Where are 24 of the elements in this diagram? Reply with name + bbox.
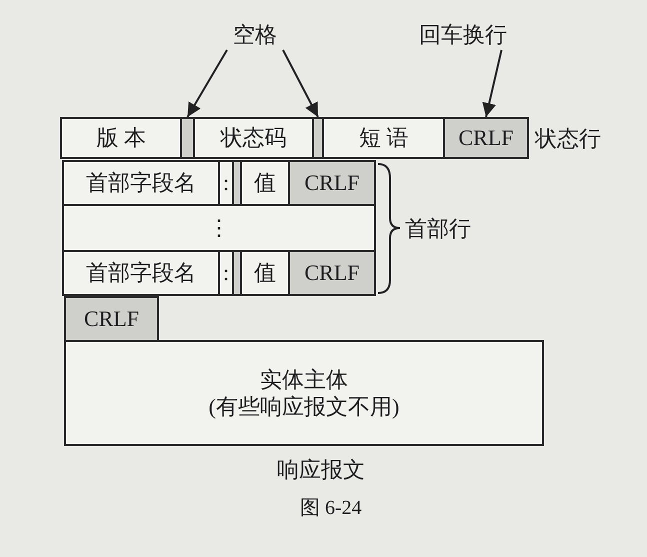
annotation-text: 回车换行 (408, 20, 518, 50)
annotation-text: 空格 (215, 20, 295, 50)
arrow (186, 50, 228, 118)
field-cell: CRLF (288, 160, 376, 206)
field-cell: 值 (240, 160, 290, 206)
side-label: 首部行 (405, 215, 471, 243)
field-cell: CRLF (443, 117, 529, 159)
field-cell: 首部字段名 (62, 250, 220, 296)
field-cell: 版 本 (60, 117, 182, 159)
figure-number: 图 6-24 (300, 496, 362, 521)
field-cell: CRLF (64, 296, 159, 342)
field-cell: ⋮ (62, 204, 376, 252)
field-cell: 短 语 (322, 117, 445, 159)
field-cell: 首部字段名 (62, 160, 220, 206)
diagram-caption: 响应报文 (277, 456, 365, 484)
field-cell: 状态码 (193, 117, 314, 159)
field-cell: 值 (240, 250, 290, 296)
body-text: 实体主体 (260, 366, 348, 393)
arrow (482, 50, 502, 118)
field-cell: CRLF (288, 250, 376, 296)
entity-body-box (64, 340, 544, 446)
body-text: (有些响应报文不用) (208, 393, 400, 420)
side-label: 状态行 (535, 125, 601, 153)
arrow (282, 50, 319, 118)
